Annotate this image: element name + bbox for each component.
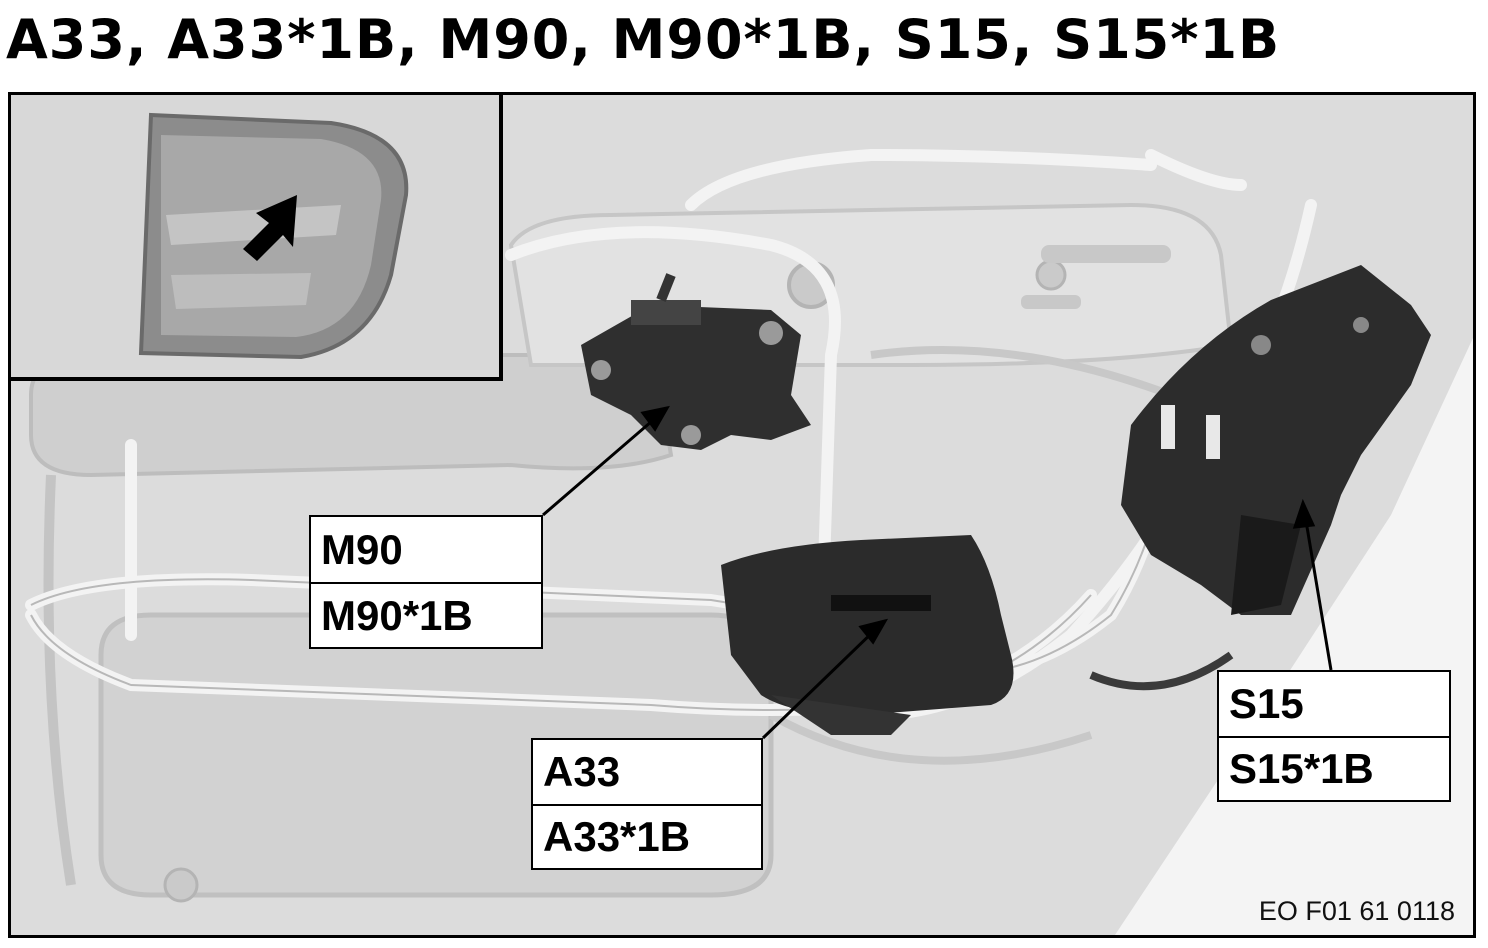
locator-inset xyxy=(11,95,503,381)
door-illustration: M90 M90*1B A33 A33*1B S15 S15*1B EO F01 … xyxy=(8,92,1476,938)
s15-label-line1: S15 xyxy=(1229,680,1304,727)
figure-code: EO F01 61 0118 xyxy=(1258,896,1455,926)
a33-label-line2: A33*1B xyxy=(533,804,761,868)
m90-label-line1: M90 xyxy=(321,525,403,573)
s15-label: S15 S15*1B xyxy=(1217,670,1451,802)
m90-motor-component xyxy=(581,273,811,450)
m90-label-line2: M90*1B xyxy=(311,582,541,647)
locator-door-drawing xyxy=(11,95,499,377)
a33-label: A33 A33*1B xyxy=(531,738,763,870)
inset-locator-arrow-icon xyxy=(243,195,297,261)
m90-label: M90 M90*1B xyxy=(309,515,543,649)
callout-arrow-icon xyxy=(542,405,1333,740)
s15-label-line2: S15*1B xyxy=(1219,736,1449,800)
page-title: A33, A33*1B, M90, M90*1B, S15, S15*1B xyxy=(6,8,1281,71)
a33-label-line1: A33 xyxy=(543,748,621,795)
s15-lock-component xyxy=(1121,265,1431,615)
